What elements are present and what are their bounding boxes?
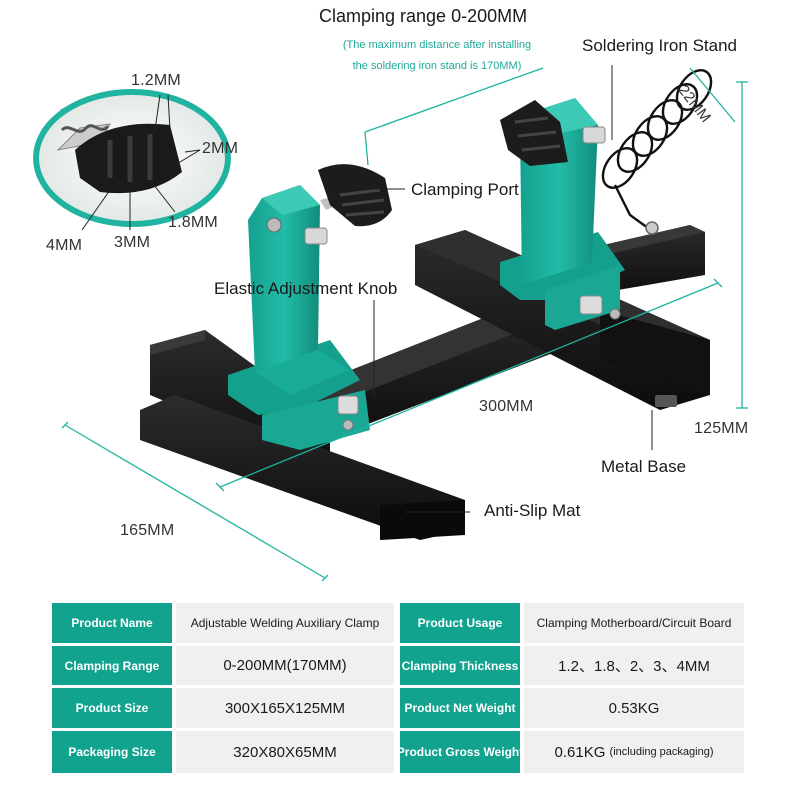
slot-2-dimension: 2MM (202, 140, 239, 157)
elastic-adjustment-knob-label: Elastic Adjustment Knob (214, 279, 398, 298)
soldering-iron-stand-label: Soldering Iron Stand (582, 36, 737, 55)
right-clamp-arm (500, 98, 625, 330)
spec-key: Product Gross Weight (400, 731, 520, 773)
clamping-port-jaw (318, 164, 392, 227)
note-line-1: (The maximum distance after installing (342, 39, 532, 51)
clamping-range-note: (The maximum distance after installing t… (322, 35, 552, 77)
product-illustration (33, 65, 748, 582)
gross-weight: 0.61KG (554, 743, 606, 761)
spec-key: Clamping Thickness (400, 646, 520, 685)
metal-base (140, 225, 710, 540)
slot-3-dimension: 3MM (114, 234, 151, 251)
left-clamp-arm (228, 185, 370, 450)
measurement-lines (61, 67, 748, 582)
spec-key: Product Usage (400, 603, 520, 643)
spec-key: Product Name (52, 603, 172, 643)
spec-key: Product Net Weight (400, 688, 520, 728)
metal-base-label: Metal Base (601, 457, 687, 476)
spec-value-gross-weight: 0.61KG (including packaging) (524, 731, 744, 773)
spec-value: Clamping Motherboard/Circuit Board (524, 603, 744, 643)
spec-value: 300X165X125MM (176, 688, 394, 728)
clamping-port-label: Clamping Port (411, 180, 519, 199)
width-dimension: 165MM (120, 522, 175, 539)
soldering-iron-stand (601, 69, 713, 235)
slot-4-dimension: 4MM (46, 237, 83, 254)
clamping-range-title: Clamping range 0-200MM (319, 6, 528, 26)
height-dimension: 125MM (694, 420, 749, 437)
slot-1-8-dimension: 1.8MM (168, 214, 218, 231)
spec-value: 320X80X65MM (176, 731, 394, 773)
zoom-detail (33, 89, 231, 227)
callout-leaders (81, 65, 653, 513)
spec-key: Product Size (52, 688, 172, 728)
spec-value: 1.2、1.8、2、3、4MM (524, 646, 744, 685)
note-line-2: the soldering iron stand is 170MM) (352, 60, 522, 72)
anti-slip-mat-label: Anti-Slip Mat (484, 501, 581, 520)
length-dimension: 300MM (479, 398, 534, 415)
spec-value: Adjustable Welding Auxiliary Clamp (176, 603, 394, 643)
spec-table: Product Name Adjustable Welding Auxiliar… (52, 603, 744, 773)
spec-value: 0.53KG (524, 688, 744, 728)
spec-value: 0-200MM(170MM) (176, 646, 394, 685)
gross-weight-note: (including packaging) (609, 746, 714, 758)
spec-key: Packaging Size (52, 731, 172, 773)
spec-key: Clamping Range (52, 646, 172, 685)
slot-1-2-dimension: 1.2MM (131, 72, 181, 89)
